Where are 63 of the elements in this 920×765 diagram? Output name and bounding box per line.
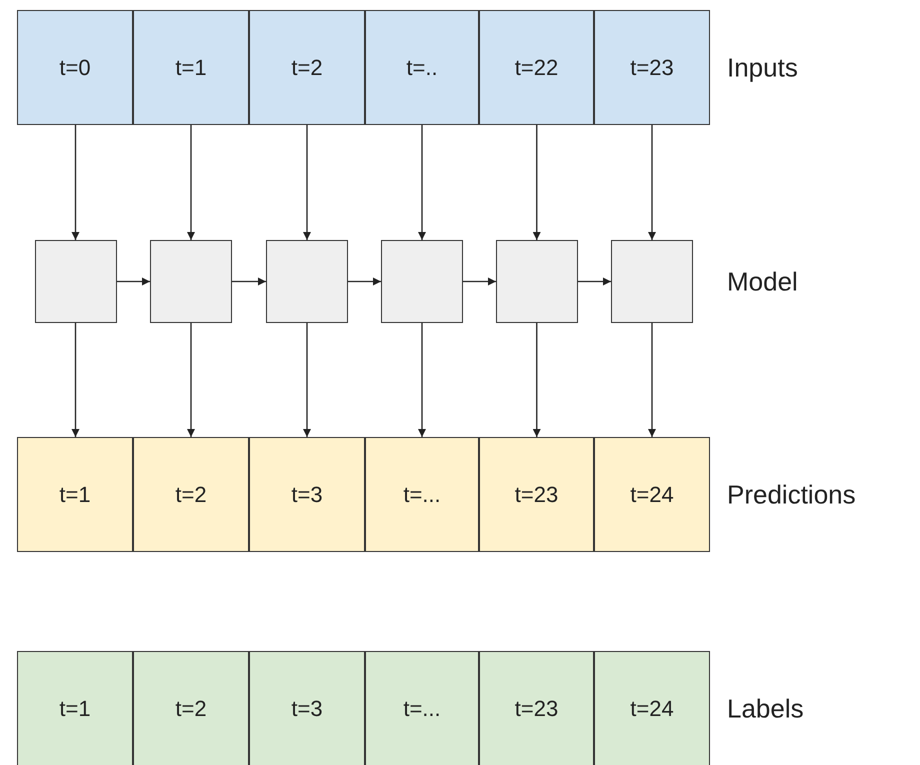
arrow xyxy=(72,125,80,240)
time-step-label: t=2 xyxy=(291,54,323,80)
time-step-label: t=3 xyxy=(291,696,323,722)
time-step-cell xyxy=(594,437,710,552)
model-box xyxy=(611,240,693,323)
model-box xyxy=(266,240,348,323)
time-step-label: t=1 xyxy=(59,696,91,722)
time-step-cell xyxy=(594,10,710,125)
arrow xyxy=(232,278,266,286)
time-step-cell xyxy=(133,437,249,552)
time-step-cell xyxy=(17,437,133,552)
time-step-label: t=0 xyxy=(59,54,91,80)
time-step-label: t=23 xyxy=(630,54,674,80)
row-label: Model xyxy=(727,266,798,297)
arrow xyxy=(532,323,541,437)
arrow xyxy=(463,278,496,286)
model-box xyxy=(381,240,463,323)
arrow xyxy=(418,323,426,437)
time-step-cell xyxy=(249,437,365,552)
time-step-cell xyxy=(17,651,133,765)
time-step-label: t=22 xyxy=(514,54,558,80)
arrow xyxy=(532,125,541,240)
time-step-label: t=24 xyxy=(630,482,674,508)
time-step-label: t=2 xyxy=(175,696,207,722)
time-step-label: t=23 xyxy=(514,482,558,508)
time-step-cell xyxy=(594,651,710,765)
arrow xyxy=(648,125,656,240)
time-step-label: t=... xyxy=(403,482,441,508)
row-label: Labels xyxy=(727,693,804,724)
time-step-label: t=.. xyxy=(406,54,438,80)
arrow xyxy=(187,323,195,437)
arrow xyxy=(303,323,311,437)
model-box xyxy=(35,240,117,323)
time-step-label: t=2 xyxy=(175,482,207,508)
model-box xyxy=(150,240,232,323)
arrow xyxy=(348,278,381,286)
time-step-label: t=3 xyxy=(291,482,323,508)
arrow xyxy=(648,323,656,437)
arrow xyxy=(578,278,611,286)
time-step-label: t=1 xyxy=(59,482,91,508)
time-step-cell xyxy=(17,10,133,125)
time-step-cell xyxy=(365,651,479,765)
arrow xyxy=(72,323,80,437)
time-step-label: t=1 xyxy=(175,54,207,80)
time-step-cell xyxy=(479,651,594,765)
arrow xyxy=(303,125,311,240)
time-step-cell xyxy=(133,10,249,125)
time-step-label: t=... xyxy=(403,696,441,722)
time-step-cell xyxy=(133,651,249,765)
arrow xyxy=(187,125,195,240)
row-label: Inputs xyxy=(727,52,798,83)
time-step-cell xyxy=(365,10,479,125)
arrow xyxy=(418,125,426,240)
row-label: Predictions xyxy=(727,479,856,510)
time-step-label: t=24 xyxy=(630,696,674,722)
time-step-cell xyxy=(479,437,594,552)
model-box xyxy=(496,240,578,323)
time-step-cell xyxy=(249,10,365,125)
time-step-cell xyxy=(479,10,594,125)
time-step-cell xyxy=(365,437,479,552)
arrow xyxy=(117,278,150,286)
time-step-label: t=23 xyxy=(514,696,558,722)
time-step-cell xyxy=(249,651,365,765)
